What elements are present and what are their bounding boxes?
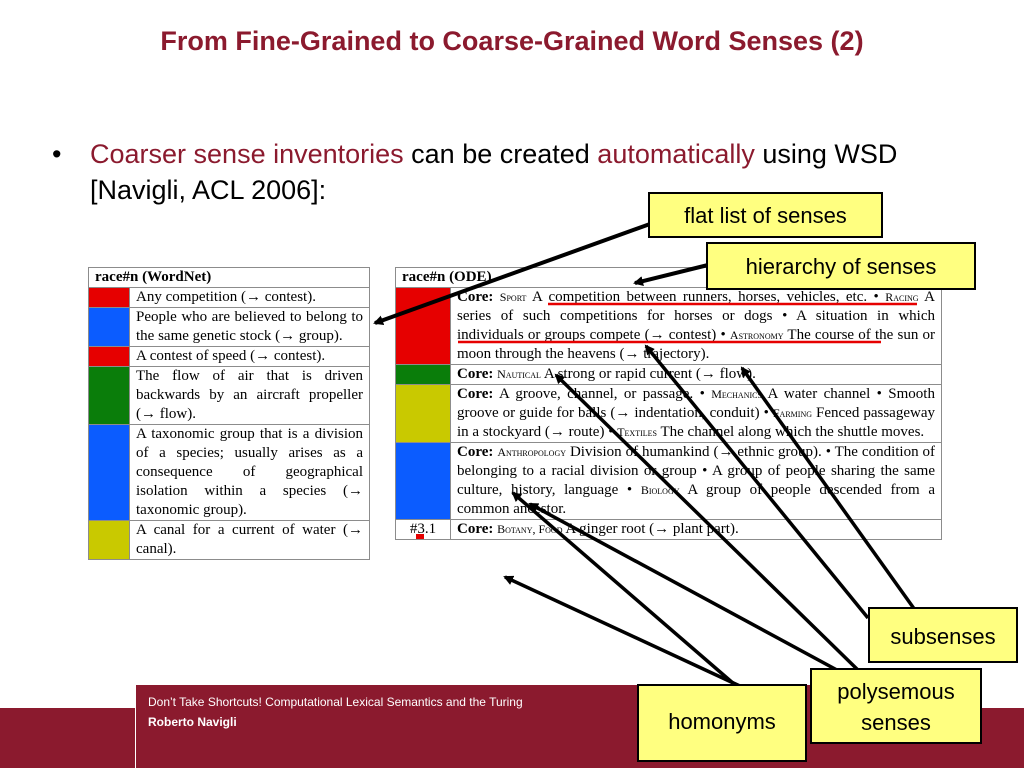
core-definition: A ginger root (→ plant part). bbox=[562, 521, 739, 537]
wordnet-row: A taxonomic group that is a division of … bbox=[88, 424, 370, 521]
sense-color-cell bbox=[88, 307, 130, 347]
ode-row: Core: Nautical A strong or rapid current… bbox=[395, 364, 942, 385]
footer-author: Roberto Navigli bbox=[148, 715, 237, 729]
callout-hierarchy: hierarchy of senses bbox=[706, 242, 976, 290]
footer-talk-title: Don’t Take Shortcuts! Computational Lexi… bbox=[148, 695, 523, 709]
wordnet-row: People who are believed to belong to the… bbox=[88, 307, 370, 347]
subsense-text: A series of such competitions for horses… bbox=[457, 289, 935, 324]
subsense-text: A group of people sharing the same cultu… bbox=[457, 463, 936, 498]
wordnet-row: The flow of air that is driven backwards… bbox=[88, 366, 370, 425]
red-mark bbox=[416, 534, 424, 539]
wordnet-sense-text: Any competition (→ contest). bbox=[129, 287, 370, 308]
domain-label: Textiles bbox=[617, 425, 657, 439]
wordnet-sense-text: The flow of air that is driven backwards… bbox=[129, 366, 370, 425]
callout-polysemous: polysemous senses bbox=[810, 668, 982, 744]
bullet-plain-1: can be created bbox=[403, 139, 598, 169]
core-label: Core: bbox=[457, 444, 494, 460]
domain-label: Mechanics bbox=[711, 387, 762, 401]
subsense-text: A situation in which individuals or grou… bbox=[457, 308, 935, 343]
wordnet-sense-text: A taxonomic group that is a division of … bbox=[129, 424, 370, 521]
bullet-plain-2: using WSD [Navigli, ACL 2006]: bbox=[90, 139, 898, 205]
subsense-text: The channel along which the shuttle move… bbox=[657, 424, 925, 440]
wordnet-senses-table: race#n (WordNet) Any competition (→ cont… bbox=[88, 267, 370, 560]
domain-label: Nautical bbox=[497, 367, 541, 381]
core-label: Core: bbox=[457, 521, 494, 537]
core-definition: A groove, channel, or passage. bbox=[493, 386, 694, 402]
domain-label: Botany, Food bbox=[497, 522, 563, 536]
bullet-text: Coarser sense inventories can be created… bbox=[90, 136, 950, 208]
ode-sense-text: Core: Anthropology Division of humankind… bbox=[450, 442, 942, 520]
sense-number-cell: #3.1 bbox=[395, 519, 451, 540]
callout-subsenses: subsenses bbox=[868, 607, 1018, 663]
arrow-polysemous-2 bbox=[528, 502, 849, 678]
arrow-polysemous-1 bbox=[554, 373, 862, 674]
subsense-text: The condition of belonging to a racial d… bbox=[457, 444, 936, 479]
wordnet-header: race#n (WordNet) bbox=[88, 267, 370, 288]
sense-color-cell bbox=[88, 520, 130, 560]
domain-label: Farming bbox=[772, 406, 812, 420]
arrow-hierarchy bbox=[633, 263, 709, 286]
slide-title: From Fine-Grained to Coarse-Grained Word… bbox=[160, 26, 864, 56]
core-label: Core: bbox=[457, 386, 494, 402]
arrow-homonyms-2 bbox=[511, 491, 736, 686]
wordnet-sense-text: People who are believed to belong to the… bbox=[129, 307, 370, 347]
ode-row: Core: A groove, channel, or passage. • M… bbox=[395, 384, 942, 443]
bullet-marker: • bbox=[52, 139, 62, 169]
callout-flat-list: flat list of senses bbox=[648, 192, 883, 238]
bullet-highlight-2: automatically bbox=[597, 139, 755, 169]
core-label: Core: bbox=[457, 366, 494, 382]
ode-sense-text: Core: A groove, channel, or passage. • M… bbox=[450, 384, 942, 443]
core-label: Core: bbox=[457, 289, 494, 305]
wordnet-row: A contest of speed (→ contest). bbox=[88, 346, 370, 367]
wordnet-sense-text: A canal for a current of water (→ canal)… bbox=[129, 520, 370, 560]
arrow-subsense-2 bbox=[644, 344, 870, 620]
domain-label: Racing bbox=[885, 290, 919, 304]
arrow-flat-list bbox=[373, 222, 651, 325]
domain-label: Anthropology bbox=[497, 445, 566, 459]
ode-sense-text: Core: Sport A competition between runner… bbox=[450, 287, 942, 365]
callout-polysemous-line1: polysemous bbox=[837, 679, 955, 704]
ode-sense-text: Core: Botany, Food A ginger root (→ plan… bbox=[450, 519, 942, 540]
sense-color-cell bbox=[395, 384, 451, 443]
sense-color-cell bbox=[395, 442, 451, 520]
sense-color-cell bbox=[88, 287, 130, 308]
domain-label: Sport bbox=[499, 290, 527, 304]
core-definition: A strong or rapid current (→ flow). bbox=[540, 366, 756, 382]
callout-homonyms: homonyms bbox=[637, 684, 807, 762]
ode-row: #3.1 Core: Botany, Food A ginger root (→… bbox=[395, 519, 942, 540]
wordnet-header-row: race#n (WordNet) bbox=[88, 267, 370, 288]
ode-row: Core: Anthropology Division of humankind… bbox=[395, 442, 942, 520]
core-definition: A competition between runners, horses, v… bbox=[526, 289, 868, 305]
wordnet-sense-text: A contest of speed (→ contest). bbox=[129, 346, 370, 367]
arrow-homonyms-1 bbox=[503, 575, 743, 689]
domain-label: Astronomy bbox=[729, 328, 784, 342]
bullet-highlight-1: Coarser sense inventories bbox=[90, 139, 404, 169]
callout-polysemous-line2: senses bbox=[861, 710, 931, 735]
subsense-text: Smooth groove or guide for balls (→ inde… bbox=[457, 386, 935, 421]
sense-number: #3.1 bbox=[409, 521, 437, 537]
wordnet-row: A canal for a current of water (→ canal)… bbox=[88, 520, 370, 560]
arrow-subsense-1 bbox=[740, 366, 917, 612]
wordnet-row: Any competition (→ contest). bbox=[88, 287, 370, 308]
ode-sense-text: Core: Nautical A strong or rapid current… bbox=[450, 364, 942, 385]
subsense-text: Fenced passageway in a stockyard (→ rout… bbox=[457, 405, 935, 440]
subsense-text: A water channel bbox=[761, 386, 871, 402]
